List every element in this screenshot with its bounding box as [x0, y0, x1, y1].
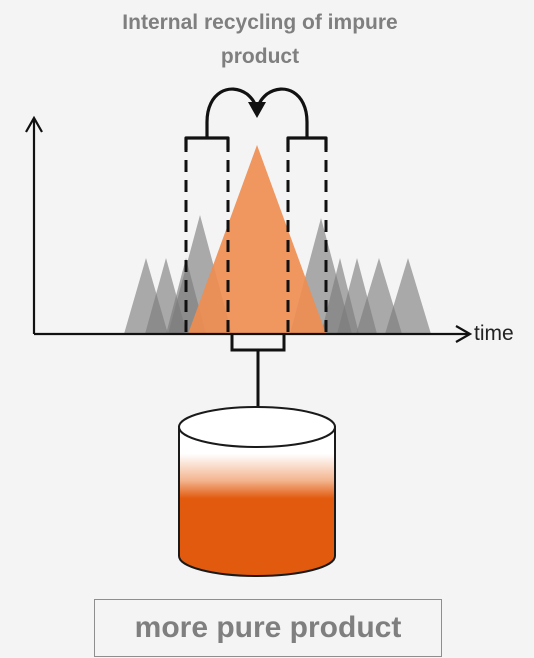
product-container	[178, 406, 336, 577]
title-line-2: product	[220, 45, 300, 68]
collection-bracket	[230, 334, 286, 352]
y-axis-arrowhead	[25, 115, 43, 133]
right-bracket	[286, 136, 328, 150]
container-top	[178, 406, 336, 448]
left-loop-arrow	[205, 87, 259, 123]
fraction-cuts	[184, 140, 328, 334]
impurity-peak	[385, 258, 431, 334]
left-bracket	[184, 136, 230, 150]
loop-arrowhead	[248, 102, 266, 118]
container-body	[178, 426, 336, 577]
right-loop-arrow	[255, 87, 309, 123]
diagram-title: Internal recycling of impure product	[50, 6, 470, 74]
result-label: more pure product	[134, 611, 402, 644]
x-axis-arrowhead	[455, 325, 473, 343]
product-peak	[188, 145, 326, 334]
impurity-peak	[356, 258, 402, 334]
title-line-1: Internal recycling of impure	[122, 11, 398, 34]
time-axis-label: time	[474, 322, 514, 345]
result-label-box: more pure product	[94, 599, 442, 657]
axes	[25, 115, 473, 343]
recycle-loop	[184, 87, 328, 150]
